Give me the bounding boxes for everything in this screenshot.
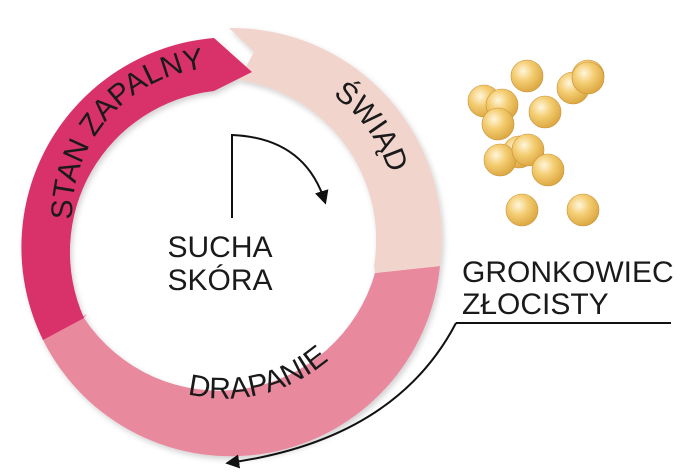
bacteria-sphere xyxy=(482,108,514,140)
bacteria-sphere xyxy=(511,60,543,92)
bacteria-sphere xyxy=(532,154,564,186)
bacteria-sphere xyxy=(567,194,599,226)
bacteria-cluster xyxy=(468,60,604,226)
bacteria-sphere xyxy=(572,62,604,94)
inner-arrow xyxy=(232,135,325,218)
bacteria-sphere xyxy=(529,96,561,128)
center-label-line-2: SKÓRA xyxy=(167,264,272,297)
center-label-line-1: SUCHA xyxy=(167,231,272,264)
bacteria-label-line-2: ZŁOCISTY xyxy=(462,288,609,321)
bacteria-sphere xyxy=(506,194,538,226)
bacteria-label-line-1: GRONKOWIEC xyxy=(462,256,674,289)
bacteria-sphere xyxy=(484,144,516,176)
